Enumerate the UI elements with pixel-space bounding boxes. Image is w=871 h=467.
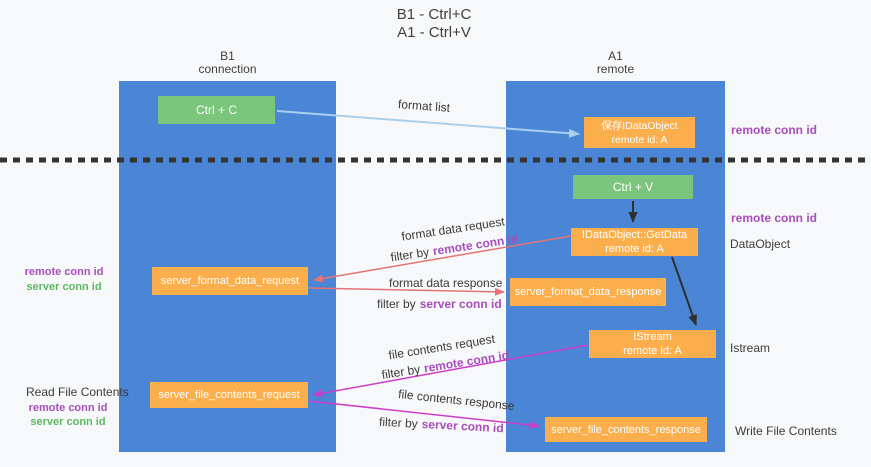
server-conn-id-text-1: server conn id: [419, 297, 502, 311]
lane-a1-name: A1: [608, 49, 623, 63]
annotation-left-remote-conn-id-bottom: remote conn id: [28, 402, 108, 414]
node-format-response-label: server_format_data_response: [514, 286, 662, 298]
annotation-left-server-conn-id-bottom: server conn id: [30, 416, 106, 428]
node-save-idataobject: 保存IDataObject remote id: A: [584, 117, 695, 148]
node-ctrl-v-label: Ctrl + V: [612, 180, 654, 194]
node-server-format-data-response: server_format_data_response: [510, 278, 666, 306]
annotation-remote-conn-id-mid: remote conn id: [731, 211, 818, 225]
annotation-remote-conn-id-top: remote conn id: [731, 123, 818, 137]
lane-b1-subtitle: connection: [198, 62, 257, 76]
node-server-format-data-request: server_format_data_request: [152, 267, 308, 295]
arrow-file-contents-response: [308, 400, 540, 430]
lane-a1-subtitle: remote: [596, 62, 635, 76]
arrow-file-contents-request: [312, 344, 589, 398]
node-ctrl-c-label: Ctrl + C: [195, 103, 237, 117]
page-title: B1 - Ctrl+C A1 - Ctrl+V: [0, 6, 868, 42]
arrow-format-data-request: [313, 235, 572, 283]
node-getdata-line2: remote id: A: [605, 243, 664, 255]
node-istream-line1: IStream: [633, 331, 672, 343]
node-save-idataobject-line2: remote id: A: [611, 133, 668, 146]
title-line-1: B1 - Ctrl+C: [396, 6, 472, 23]
node-getdata-line1: IDataObject::GetData: [581, 229, 688, 241]
lane-header-a1: A1 remote: [506, 50, 725, 76]
annotation-istream: Istream: [730, 341, 771, 355]
node-server-file-contents-response: server_file_contents_response: [545, 417, 707, 442]
node-save-idataobject-line1: 保存IDataObject: [601, 119, 678, 132]
node-idataobject-getdata: IDataObject::GetData remote id: A: [571, 228, 698, 256]
arrow-format-list: [276, 110, 580, 138]
node-ctrl-c: Ctrl + C: [158, 96, 275, 124]
arrow-format-data-response: [308, 287, 505, 296]
node-file-request-label: server_file_contents_request: [158, 389, 300, 401]
annotation-read-file-contents: Read File Contents: [26, 385, 129, 399]
node-ctrl-v: Ctrl + V: [573, 175, 693, 199]
node-server-file-contents-request: server_file_contents_request: [150, 382, 308, 408]
lane-b1-name: B1: [220, 49, 235, 63]
annotation-dataobject: DataObject: [730, 237, 791, 251]
lane-header-b1: B1 connection: [119, 50, 336, 76]
edge-label-format-data-response: format data response: [389, 276, 503, 290]
node-file-response-label: server_file_contents_response: [551, 423, 701, 436]
arrow-getdata-to-istream: [671, 256, 697, 326]
title-line-2: A1 - Ctrl+V: [397, 24, 471, 41]
node-format-request-label: server_format_data_request: [160, 275, 300, 287]
node-istream-line2: remote id: A: [623, 345, 682, 357]
filter-by-text-4: filter by: [378, 414, 419, 431]
annotation-write-file-contents: Write File Contents: [735, 424, 837, 438]
annotation-left-server-conn-id-top: server conn id: [26, 281, 102, 293]
annotation-left-remote-conn-id-top: remote conn id: [24, 266, 104, 278]
node-istream: IStream remote id: A: [589, 330, 716, 358]
filter-by-text-2: filter by: [377, 297, 416, 311]
